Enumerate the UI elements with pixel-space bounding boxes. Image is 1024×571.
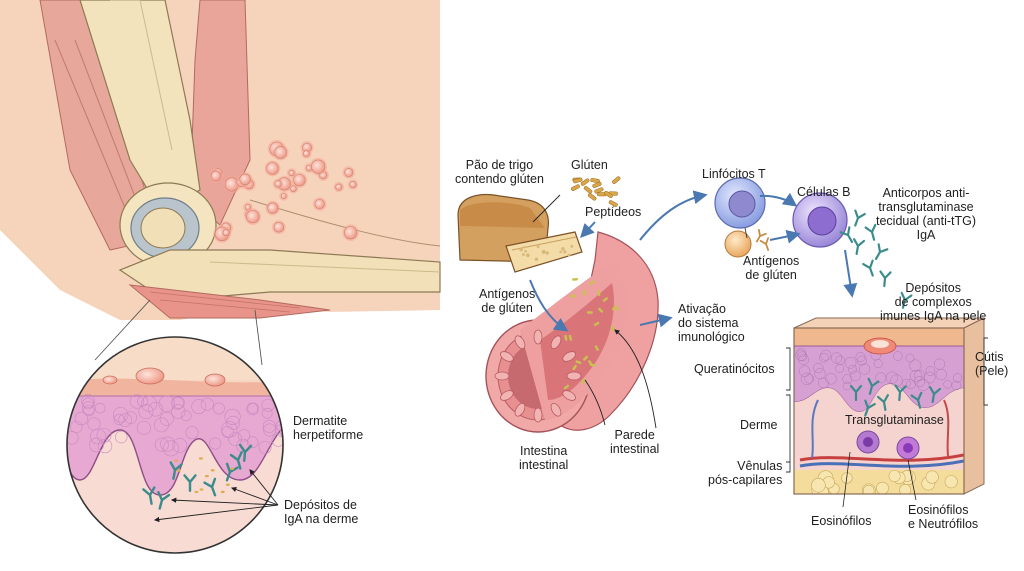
label-gluten-antigens-cells: Antígenos de glúten <box>743 254 800 282</box>
label-t-cells: Linfócitos T <box>702 167 766 181</box>
label-gluten-antigens-gut: Antígenos de glúten <box>479 287 536 315</box>
magnified-skin-circle <box>66 336 284 554</box>
label-keratinocytes: Queratinócitos <box>694 362 775 376</box>
antigen-presenting-cell <box>724 230 752 258</box>
t-lymphocyte <box>714 177 766 229</box>
layer-brackets <box>786 337 988 473</box>
label-skin: Cútis (Pele) <box>975 350 1009 378</box>
label-gluten: Glúten <box>571 158 608 172</box>
label-antibodies: Anticorpos anti- transglutaminase tecidu… <box>876 186 977 242</box>
label-gut-wall: Parede intestinal <box>610 428 660 456</box>
label-iga-deposits: Depósitos de IgA na derme <box>284 498 359 526</box>
label-immune-activation: Ativação do sistema imunológico <box>678 302 745 344</box>
label-immune-deposits: Depósitos de complexos imunes IgA na pel… <box>880 281 987 323</box>
label-venules: Vênulas pós-capilares <box>708 459 783 487</box>
label-dermis: Derme <box>740 418 778 432</box>
gluten-peptides <box>570 176 621 207</box>
skin-cross-section <box>793 317 985 495</box>
intestine-section <box>485 231 659 433</box>
label-transglutaminase: Transglutaminase <box>845 413 944 427</box>
label-eosinophils: Eosinófilos <box>811 514 872 528</box>
label-dermatitis: Dermatite herpetiforme <box>293 414 364 442</box>
label-peptides: Peptídeos <box>585 205 642 219</box>
b-lymphocyte <box>792 192 848 248</box>
label-bread: Pão de trigo contendo glúten <box>455 158 544 186</box>
elbow-anatomy <box>0 0 441 320</box>
bread-loaf <box>457 194 583 273</box>
label-intestine: Intestina intestinal <box>519 444 569 472</box>
label-eos-neutrophils: Eosinófilos e Neutrófilos <box>908 503 979 531</box>
iga-deposit-pointers <box>153 469 279 523</box>
label-b-cells: Células B <box>797 185 851 199</box>
skin-blisters <box>209 139 359 243</box>
